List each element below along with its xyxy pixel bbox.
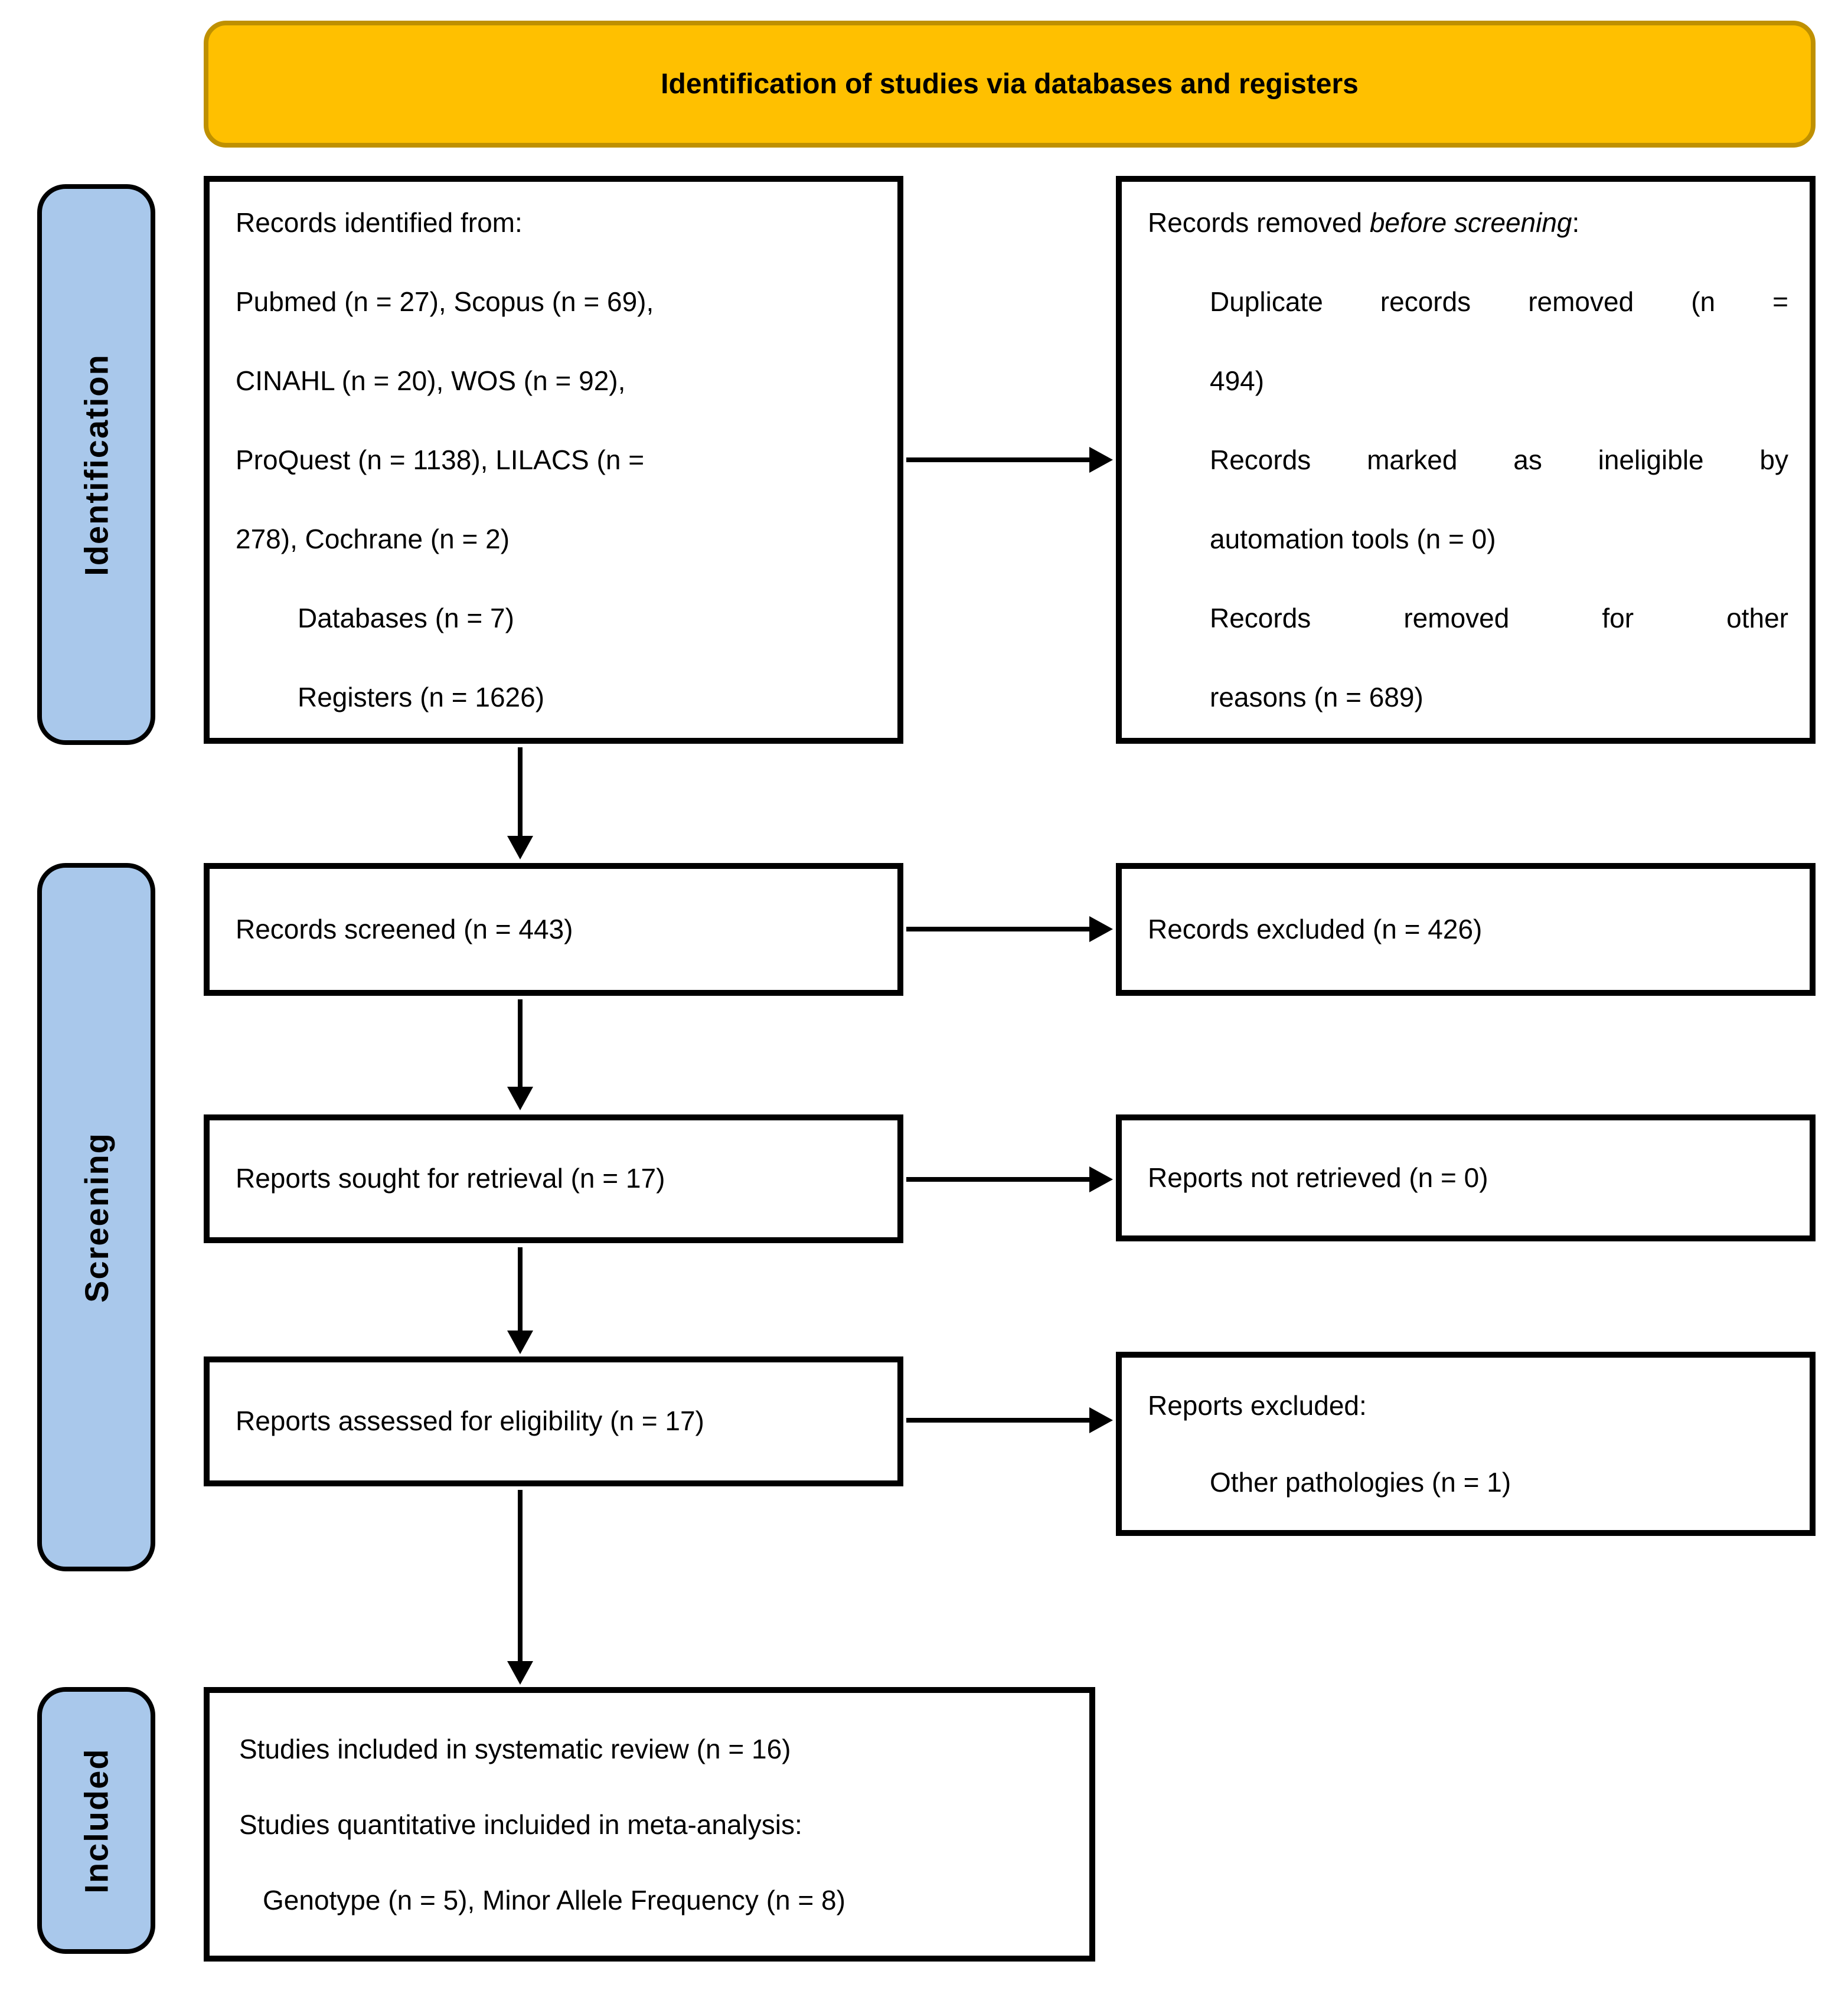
stage-screening: Screening xyxy=(37,863,155,1571)
box-records-removed-before-screening: Records removed before screening: Duplica… xyxy=(1116,176,1816,744)
arrow-right-assessed-to-reports-excluded xyxy=(906,1407,1113,1433)
box-line: CINAHL (n = 20), WOS (n = 92), xyxy=(236,365,626,396)
box-reports-assessed-text: Reports assessed for eligibility (n = 17… xyxy=(236,1404,876,1439)
box-studies-included-text: Studies included in systematic review (n… xyxy=(239,1711,1068,1938)
box-line: Duplicate records removed (n = xyxy=(1210,286,1788,317)
box-reports-sought-text: Reports sought for retrieval (n = 17) xyxy=(236,1162,876,1196)
box-line: Pubmed (n = 27), Scopus (n = 69), xyxy=(236,286,654,317)
box-reports-excluded-text: Reports excluded: Other pathologies (n = … xyxy=(1148,1367,1788,1521)
stage-included-label: Included xyxy=(77,1747,115,1894)
box-records-screened-text: Records screened (n = 443) xyxy=(236,913,876,947)
box-line: reasons (n = 689) xyxy=(1210,682,1423,712)
box-reports-assessed-for-eligibility: Reports assessed for eligibility (n = 17… xyxy=(204,1356,903,1486)
box-line: Records screened (n = 443) xyxy=(236,913,573,944)
box-records-identified: Records identified from: Pubmed (n = 27),… xyxy=(204,176,903,744)
box-line: Reports sought for retrieval (n = 17) xyxy=(236,1163,665,1194)
box-line: Records excluded (n = 426) xyxy=(1148,913,1483,944)
box-reports-excluded: Reports excluded: Other pathologies (n = … xyxy=(1116,1352,1816,1536)
box-line: Databases (n = 7) xyxy=(298,603,514,633)
box-line: Studies quantitative incluided in meta-a… xyxy=(239,1809,802,1840)
stage-included: Included xyxy=(37,1687,155,1954)
box-reports-not-retrieved: Reports not retrieved (n = 0) xyxy=(1116,1114,1816,1241)
stage-screening-label: Screening xyxy=(77,1132,115,1303)
box-line: Reports excluded: xyxy=(1148,1390,1367,1421)
box-line: 278), Cochrane (n = 2) xyxy=(236,524,510,554)
diagram-title-banner: Identification of studies via databases … xyxy=(204,21,1816,148)
box-line: Other pathologies (n = 1) xyxy=(1210,1467,1511,1498)
box-line: Reports not retrieved (n = 0) xyxy=(1148,1162,1488,1193)
arrow-down-assessed-to-included xyxy=(507,1490,533,1685)
box-line: Records removed for other xyxy=(1210,603,1788,633)
box-line: Genotype (n = 5), Minor Allele Frequency… xyxy=(263,1884,845,1915)
box-records-excluded: Records excluded (n = 426) xyxy=(1116,863,1816,996)
box-line: Records identified from: xyxy=(236,207,523,238)
box-records-identified-text: Records identified from: Pubmed (n = 27),… xyxy=(236,183,876,737)
box-studies-included-in-review: Studies included in systematic review (n… xyxy=(204,1687,1095,1962)
box-line: Registers (n = 1626) xyxy=(298,682,545,712)
arrow-down-screened-to-sought xyxy=(507,999,533,1110)
diagram-title: Identification of studies via databases … xyxy=(661,68,1359,100)
arrow-right-identified-to-removed xyxy=(906,447,1113,473)
arrow-down-sought-to-assessed xyxy=(507,1247,533,1354)
box-line: Studies included in systematic review (n… xyxy=(239,1733,791,1764)
box-line: ProQuest (n = 1138), LILACS (n = xyxy=(236,444,645,475)
arrow-right-screened-to-excluded xyxy=(906,916,1113,942)
box-line: 494) xyxy=(1210,365,1265,396)
arrow-down-identified-to-screened xyxy=(507,747,533,859)
box-records-screened: Records screened (n = 443) xyxy=(204,863,903,996)
box-records-removed-text: Records removed before screening: Duplica… xyxy=(1148,183,1788,737)
box-reports-not-retrieved-text: Reports not retrieved (n = 0) xyxy=(1148,1161,1788,1195)
box-line: automation tools (n = 0) xyxy=(1210,524,1496,554)
box-line: Reports assessed for eligibility (n = 17… xyxy=(236,1405,704,1437)
stage-identification: Identification xyxy=(37,184,155,745)
arrow-right-sought-to-not-retrieved xyxy=(906,1166,1113,1192)
box-line: Records removed before screening: xyxy=(1148,207,1580,238)
box-reports-sought-for-retrieval: Reports sought for retrieval (n = 17) xyxy=(204,1114,903,1243)
box-line: Records marked as ineligible by xyxy=(1210,444,1788,475)
stage-identification-label: Identification xyxy=(77,353,115,576)
box-records-excluded-text: Records excluded (n = 426) xyxy=(1148,913,1788,947)
